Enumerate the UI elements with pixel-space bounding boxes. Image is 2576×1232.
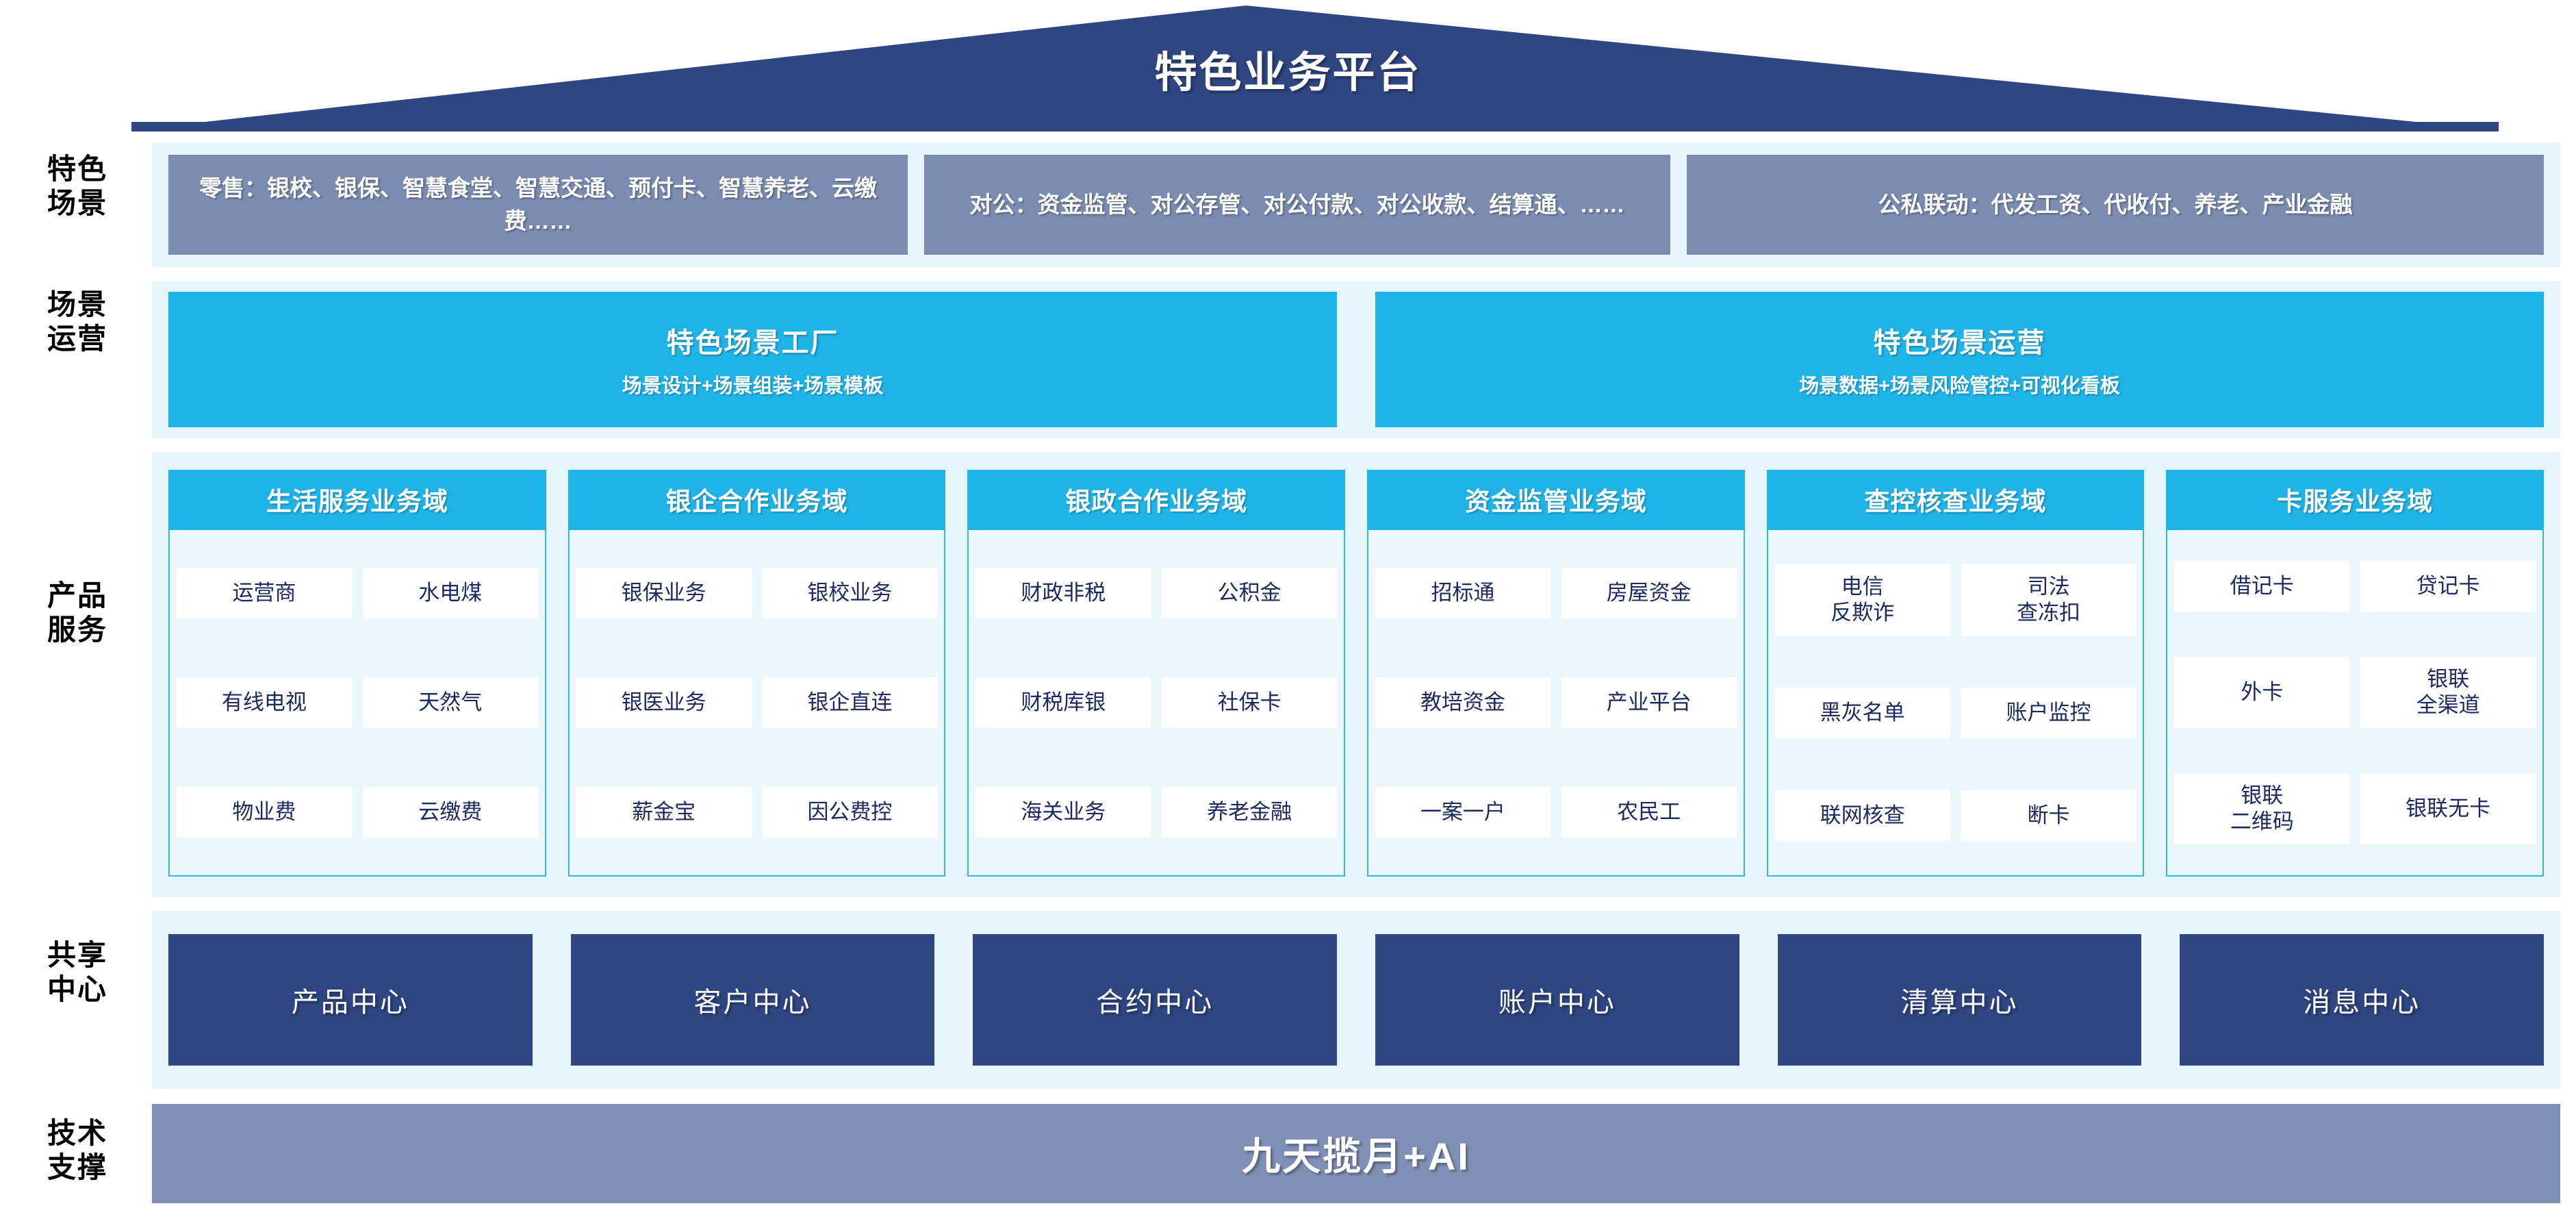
- product-item[interactable]: 联网核查: [1774, 790, 1950, 841]
- scenario-box-corporate[interactable]: 对公：资金监管、对公存管、对公付款、对公收款、结算通、……: [924, 155, 1670, 255]
- scenario-box-public-private[interactable]: 公私联动：代发工资、代收付、养老、产业金融: [1687, 155, 2544, 255]
- product-domain-title[interactable]: 银企合作业务域: [568, 470, 946, 530]
- product-item-row: 财税库银社保卡: [975, 677, 1338, 728]
- product-item[interactable]: 因公费控: [762, 787, 938, 838]
- product-item[interactable]: 账户监控: [1961, 687, 2137, 738]
- shared-center-box[interactable]: 清算中心: [1777, 934, 2142, 1066]
- product-domain-column: 银企合作业务域银保业务银校业务银医业务银企直连薪金宝因公费控: [568, 470, 946, 877]
- product-item-row: 银联二维码银联无卡: [2174, 773, 2536, 844]
- page-title: 特色业务平台: [1154, 49, 1422, 97]
- product-item[interactable]: 银企直连: [762, 677, 938, 728]
- operation-subtitle: 场景设计+场景组装+场景模板: [622, 375, 884, 397]
- product-item-row: 借记卡贷记卡: [2174, 561, 2536, 612]
- product-domain-column: 查控核查业务域电信反欺诈司法查冻扣黑灰名单账户监控联网核查断卡: [1766, 470, 2145, 877]
- product-item-row: 一案一户农民工: [1375, 787, 1737, 838]
- product-domain-title[interactable]: 银政合作业务域: [967, 470, 1346, 530]
- product-item[interactable]: 财税库银: [975, 677, 1151, 728]
- product-domain-items: 借记卡贷记卡外卡银联全渠道银联二维码银联无卡: [2166, 530, 2545, 877]
- product-item[interactable]: 运营商: [177, 568, 352, 618]
- product-item-row: 黑灰名单账户监控: [1774, 687, 2137, 738]
- shared-center-box[interactable]: 合约中心: [973, 934, 1338, 1066]
- platform-roof: 特色业务平台: [0, 0, 2576, 137]
- row-label-shared: 共享 中心: [47, 939, 107, 1005]
- product-item[interactable]: 云缴费: [362, 787, 538, 838]
- shared-band: 产品中心客户中心合约中心账户中心清算中心消息中心: [152, 911, 2560, 1089]
- product-item-row: 有线电视天然气: [177, 677, 538, 728]
- product-item-row: 银医业务银企直连: [576, 677, 938, 728]
- row-label-scenario: 特色 场景: [47, 153, 107, 219]
- product-item-row: 银保业务银校业务: [576, 568, 938, 618]
- product-domain-column: 卡服务业务域借记卡贷记卡外卡银联全渠道银联二维码银联无卡: [2166, 470, 2545, 877]
- row-label-operation: 场景 运营: [47, 288, 107, 355]
- product-item[interactable]: 教培资金: [1375, 677, 1551, 728]
- product-item[interactable]: 银校业务: [762, 568, 938, 618]
- product-domain-column: 生活服务业务域运营商水电煤有线电视天然气物业费云缴费: [168, 470, 546, 877]
- shared-center-box[interactable]: 客户中心: [570, 934, 935, 1066]
- product-item-row: 教培资金产业平台: [1375, 677, 1737, 728]
- product-item[interactable]: 电信反欺诈: [1774, 564, 1950, 636]
- product-item[interactable]: 招标通: [1375, 568, 1551, 618]
- product-item-row: 财政非税公积金: [975, 568, 1338, 618]
- product-item[interactable]: 一案一户: [1375, 787, 1551, 838]
- product-item-row: 电信反欺诈司法查冻扣: [1774, 564, 2137, 636]
- product-domain-items: 财政非税公积金财税库银社保卡海关业务养老金融: [967, 530, 1346, 877]
- row-label-product: 产品 服务: [47, 579, 107, 646]
- product-item[interactable]: 黑灰名单: [1774, 687, 1950, 738]
- product-item-row: 薪金宝因公费控: [576, 787, 938, 838]
- scenario-band: 零售：银校、银保、智慧食堂、智慧交通、预付卡、智慧养老、云缴费…… 对公：资金监…: [152, 142, 2560, 267]
- product-item[interactable]: 银联二维码: [2174, 773, 2350, 844]
- product-item[interactable]: 有线电视: [177, 677, 352, 728]
- product-domain-title[interactable]: 卡服务业务域: [2166, 470, 2545, 530]
- operation-box-scene-ops[interactable]: 特色场景运营 场景数据+场景风险管控+可视化看板: [1375, 292, 2544, 427]
- product-item-row: 海关业务养老金融: [975, 787, 1338, 838]
- product-band: 生活服务业务域运营商水电煤有线电视天然气物业费云缴费银企合作业务域银保业务银校业…: [152, 452, 2560, 897]
- product-item[interactable]: 财政非税: [975, 568, 1151, 618]
- product-item[interactable]: 房屋资金: [1561, 568, 1737, 618]
- scenario-box-retail[interactable]: 零售：银校、银保、智慧食堂、智慧交通、预付卡、智慧养老、云缴费……: [168, 155, 908, 255]
- product-domain-column: 银政合作业务域财政非税公积金财税库银社保卡海关业务养老金融: [967, 470, 1346, 877]
- product-item-row: 物业费云缴费: [177, 787, 538, 838]
- product-item[interactable]: 贷记卡: [2360, 561, 2536, 612]
- product-item[interactable]: 司法查冻扣: [1961, 564, 2137, 636]
- row-label-tech: 技术 支撑: [47, 1117, 107, 1183]
- product-domain-title[interactable]: 资金监管业务域: [1367, 470, 1745, 530]
- product-item[interactable]: 养老金融: [1162, 787, 1338, 838]
- operation-subtitle: 场景数据+场景风险管控+可视化看板: [1799, 375, 2120, 397]
- product-item[interactable]: 薪金宝: [576, 787, 752, 838]
- product-domain-items: 银保业务银校业务银医业务银企直连薪金宝因公费控: [568, 530, 946, 877]
- product-item[interactable]: 海关业务: [975, 787, 1151, 838]
- product-item[interactable]: 公积金: [1162, 568, 1338, 618]
- shared-center-box[interactable]: 账户中心: [1375, 934, 1739, 1066]
- product-item[interactable]: 银联全渠道: [2360, 657, 2536, 728]
- product-item[interactable]: 银联无卡: [2360, 773, 2536, 844]
- operation-band: 特色场景工厂 场景设计+场景组装+场景模板 特色场景运营 场景数据+场景风险管控…: [152, 281, 2560, 438]
- product-item[interactable]: 农民工: [1561, 787, 1737, 838]
- product-item[interactable]: 银保业务: [576, 568, 752, 618]
- product-domain-title[interactable]: 生活服务业务域: [168, 470, 546, 530]
- product-item[interactable]: 水电煤: [362, 568, 538, 618]
- operation-box-scene-factory[interactable]: 特色场景工厂 场景设计+场景组装+场景模板: [168, 292, 1337, 427]
- product-domain-items: 电信反欺诈司法查冻扣黑灰名单账户监控联网核查断卡: [1766, 530, 2145, 877]
- product-domain-items: 招标通房屋资金教培资金产业平台一案一户农民工: [1367, 530, 1745, 877]
- operation-title: 特色场景运营: [1873, 328, 2046, 358]
- product-item-row: 外卡银联全渠道: [2174, 657, 2536, 728]
- tech-support-bar[interactable]: 九天揽月+AI: [152, 1104, 2560, 1203]
- shared-center-box[interactable]: 消息中心: [2180, 934, 2545, 1066]
- product-item[interactable]: 物业费: [177, 787, 352, 838]
- product-item[interactable]: 银医业务: [576, 677, 752, 728]
- product-item-row: 招标通房屋资金: [1375, 568, 1737, 618]
- product-item[interactable]: 产业平台: [1561, 677, 1737, 728]
- product-item[interactable]: 借记卡: [2174, 561, 2350, 612]
- product-item[interactable]: 断卡: [1961, 790, 2137, 841]
- product-item[interactable]: 天然气: [362, 677, 538, 728]
- product-item[interactable]: 社保卡: [1162, 677, 1338, 728]
- product-item[interactable]: 外卡: [2174, 657, 2350, 728]
- product-domain-items: 运营商水电煤有线电视天然气物业费云缴费: [168, 530, 546, 877]
- product-domain-title[interactable]: 查控核查业务域: [1766, 470, 2145, 530]
- product-item-row: 联网核查断卡: [1774, 790, 2137, 841]
- product-domain-column: 资金监管业务域招标通房屋资金教培资金产业平台一案一户农民工: [1367, 470, 1745, 877]
- product-item-row: 运营商水电煤: [177, 568, 538, 618]
- operation-title: 特色场景工厂: [666, 328, 839, 358]
- shared-center-box[interactable]: 产品中心: [168, 934, 533, 1066]
